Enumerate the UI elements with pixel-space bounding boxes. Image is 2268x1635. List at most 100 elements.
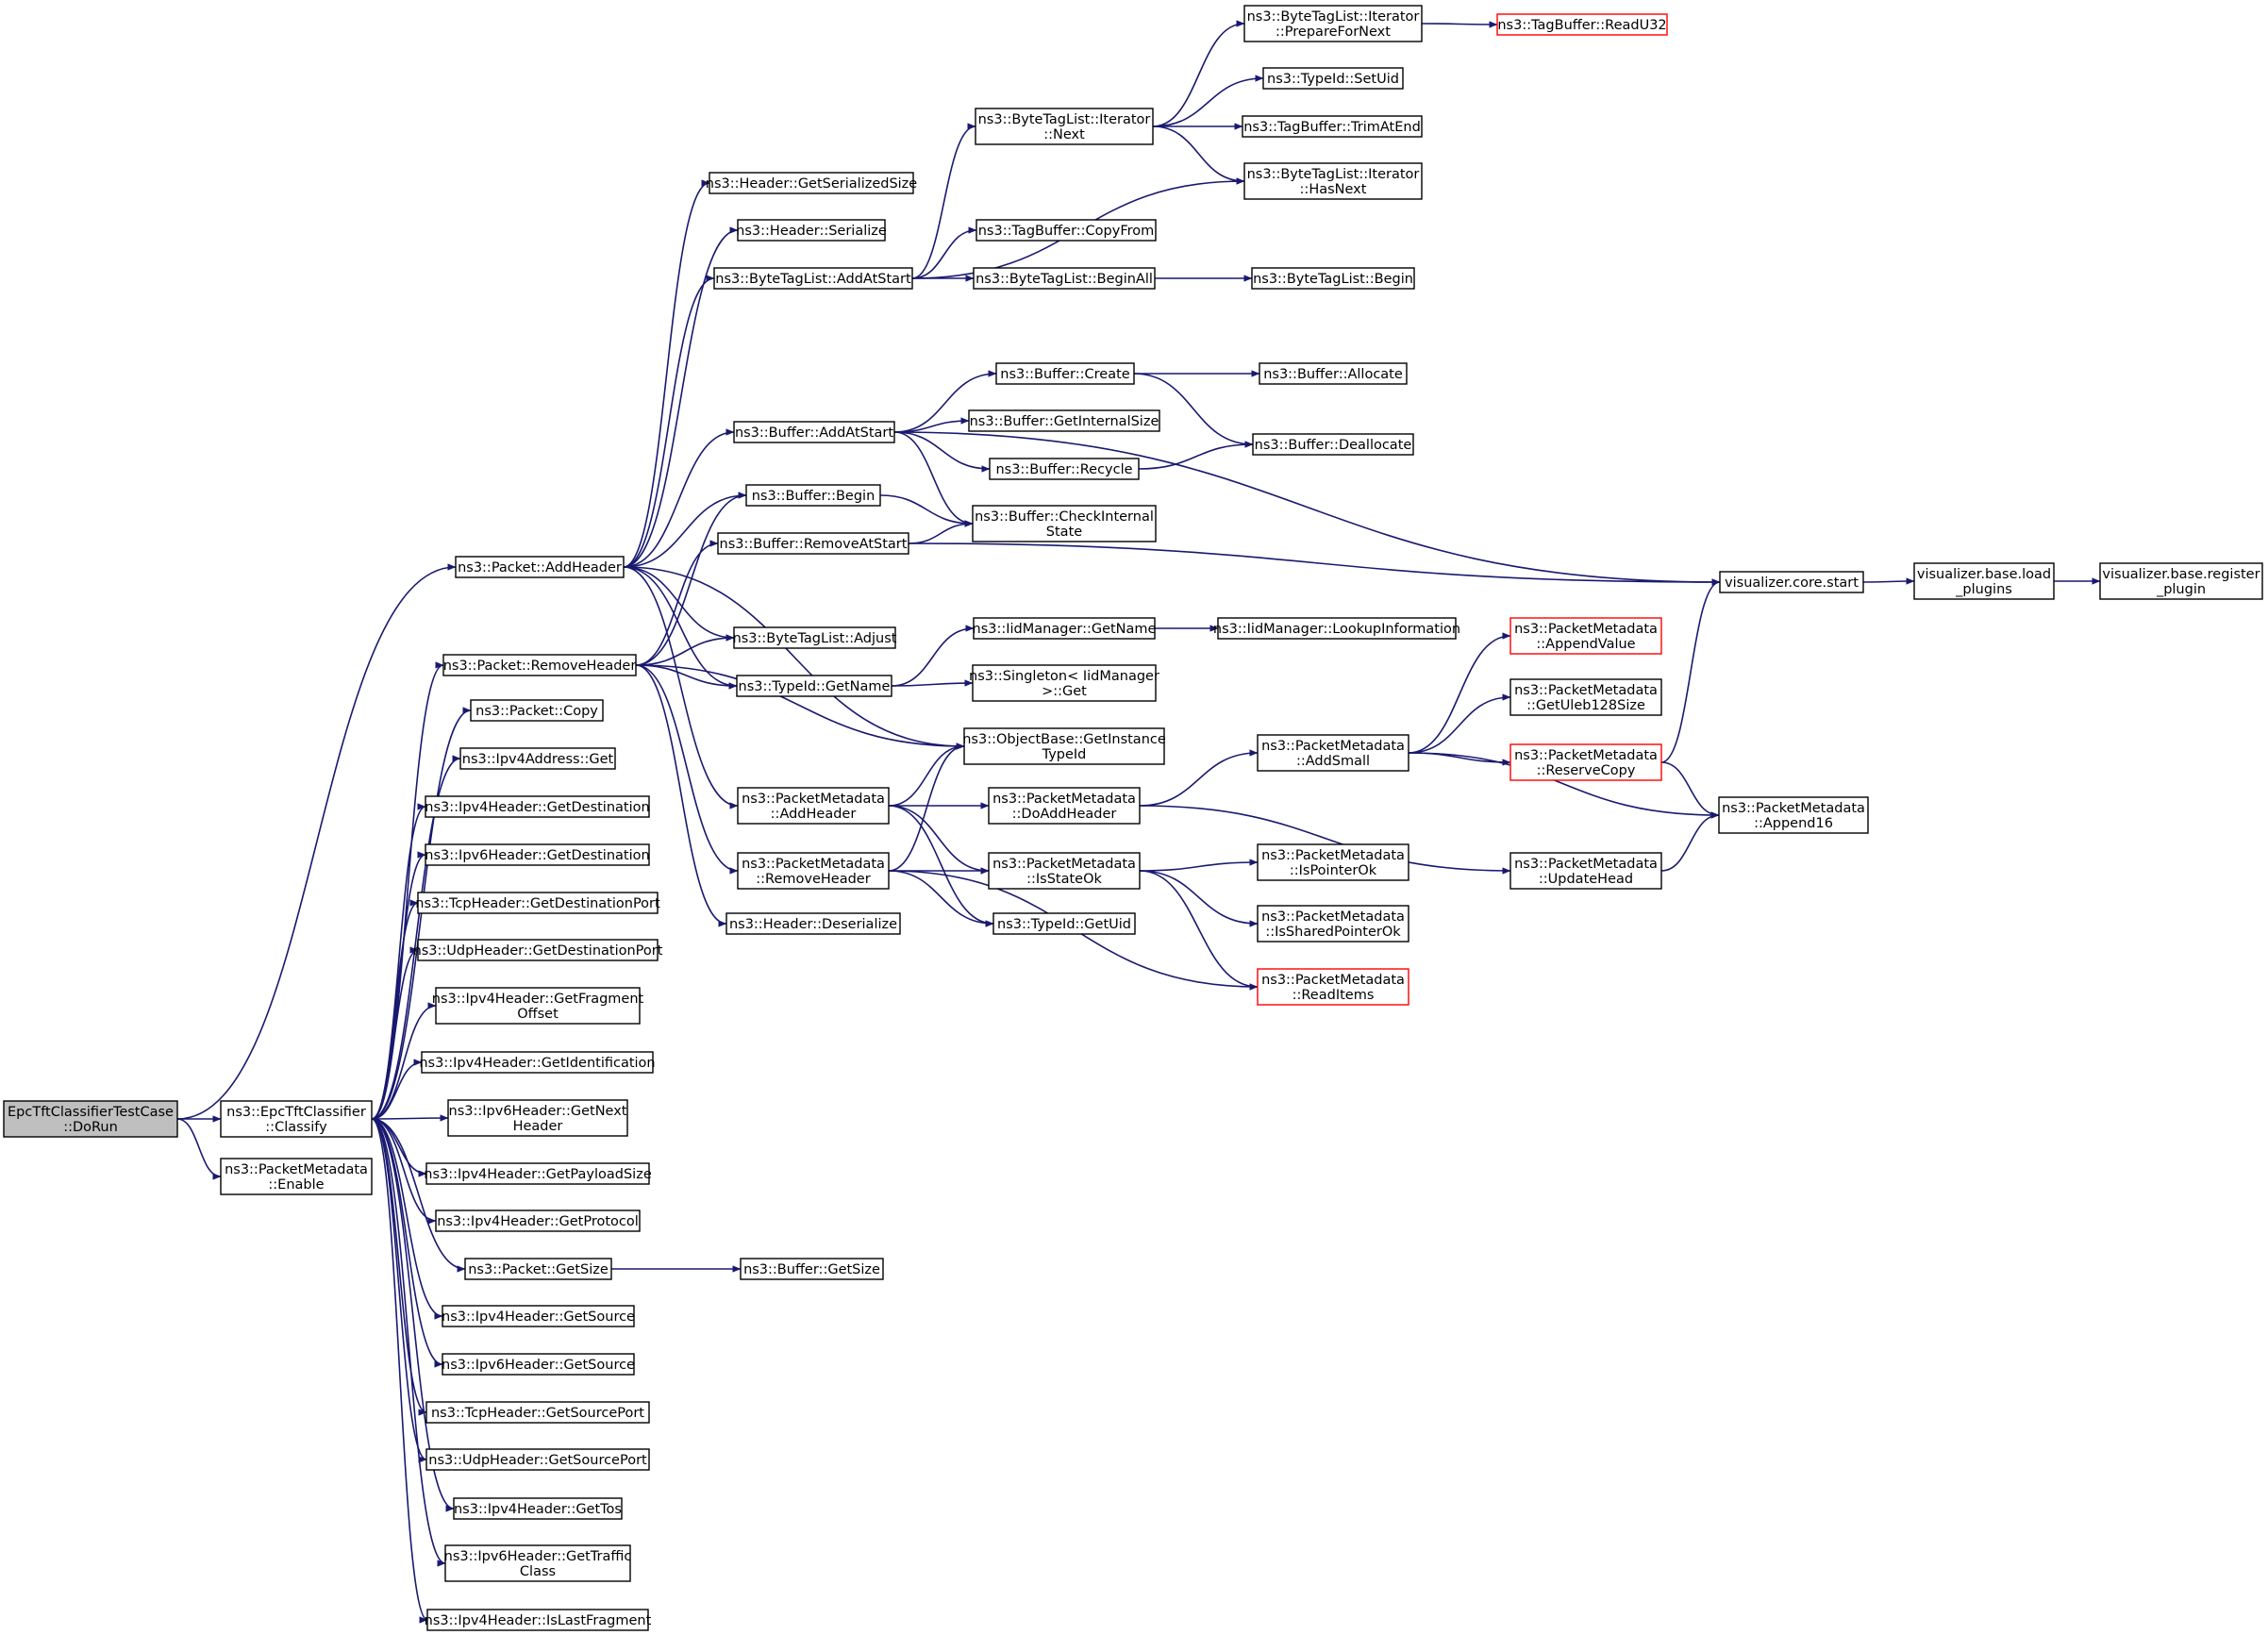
node-ipv6-getdest[interactable]: ns3::Ipv6Header::GetDestination: [425, 843, 650, 866]
node-udp-getsrcport[interactable]: ns3::UdpHeader::GetSourcePort: [425, 1448, 650, 1471]
node-box: [425, 843, 650, 866]
node-btli-preparefornext[interactable]: ns3::ByteTagList::Iterator::PrepareForNe…: [1243, 5, 1423, 42]
node-box: [992, 912, 1136, 935]
node-buffer-begin[interactable]: ns3::Buffer::Begin: [745, 484, 881, 507]
node-iidmanager-getname[interactable]: ns3::IidManager::GetName: [973, 617, 1157, 640]
node-btl-addatstart[interactable]: ns3::ByteTagList::AddAtStart: [713, 267, 913, 290]
node-pm-doaddheader[interactable]: ns3::PacketMetadata::DoAddHeader: [988, 787, 1141, 825]
node-pm-addheader[interactable]: ns3::PacketMetadata::AddHeader: [737, 787, 890, 825]
node-buffer-create[interactable]: ns3::Buffer::Create: [995, 362, 1135, 385]
node-label: ::DoRun: [63, 1120, 118, 1135]
node-udp-getdestport[interactable]: ns3::UdpHeader::GetDestinationPort: [413, 939, 663, 961]
node-box: [442, 1353, 635, 1376]
node-addheader[interactable]: ns3::Packet::AddHeader: [455, 556, 625, 578]
node-label: ns3::PacketMetadata: [992, 792, 1136, 807]
node-buffer-getinternalsize[interactable]: ns3::Buffer::GetInternalSize: [968, 409, 1160, 432]
call-edge: [371, 1118, 443, 1320]
node-btl-begin[interactable]: ns3::ByteTagList::Begin: [1251, 267, 1415, 290]
node-btl-beginall[interactable]: ns3::ByteTagList::BeginAll: [973, 267, 1156, 290]
node-pm-readitems[interactable]: ns3::PacketMetadata::ReadItems: [1257, 968, 1409, 1006]
node-btl-adjust[interactable]: ns3::ByteTagList::Adjust: [733, 626, 897, 649]
node-tagbuffer-trimatend[interactable]: ns3::TagBuffer::TrimAtEnd: [1242, 115, 1423, 138]
node-typeid-getname[interactable]: ns3::TypeId::GetName: [736, 675, 892, 697]
node-label: visualizer.base.register: [2102, 567, 2260, 582]
node-buffer-addatstart[interactable]: ns3::Buffer::AddAtStart: [733, 421, 895, 443]
node-typeid-getuid[interactable]: ns3::TypeId::GetUid: [992, 912, 1136, 935]
node-label: ns3::Header::Deserialize: [729, 917, 897, 932]
node-box: [453, 1497, 623, 1520]
node-typeid-setuid[interactable]: ns3::TypeId::SetUid: [1262, 67, 1404, 90]
node-pm-removeheader[interactable]: ns3::PacketMetadata::RemoveHeader: [737, 852, 890, 890]
node-viz-register-plugin[interactable]: visualizer.base.register_plugin: [2099, 562, 2263, 600]
node-pm-enable[interactable]: ns3::PacketMetadata::Enable: [220, 1158, 373, 1195]
node-pm-updatehead[interactable]: ns3::PacketMetadata::UpdateHead: [1509, 852, 1662, 890]
node-classify[interactable]: ns3::EpcTftClassifier::Classify: [220, 1100, 373, 1138]
node-pm-ispointerok[interactable]: ns3::PacketMetadata::IsPointerOk: [1257, 843, 1409, 881]
node-pm-append16[interactable]: ns3::PacketMetadata::Append16: [1718, 796, 1869, 834]
node-ipv4-islastfrag[interactable]: ns3::Ipv4Header::IsLastFragment: [425, 1609, 652, 1631]
node-pm-getuleb[interactable]: ns3::PacketMetadata::GetUleb128Size: [1509, 678, 1662, 716]
node-tagbuffer-readu32[interactable]: ns3::TagBuffer::ReadU32: [1496, 13, 1668, 36]
node-tcp-getsrcport[interactable]: ns3::TcpHeader::GetSourcePort: [425, 1401, 650, 1424]
node-pm-appendvalue[interactable]: ns3::PacketMetadata::AppendValue: [1509, 617, 1662, 655]
node-pm-reservecopy[interactable]: ns3::PacketMetadata::ReserveCopy: [1509, 743, 1662, 781]
node-label: ns3::PacketMetadata: [1261, 848, 1405, 863]
node-pm-issharedpointerok[interactable]: ns3::PacketMetadata::IsSharedPointerOk: [1257, 905, 1409, 943]
node-viz-load-plugins[interactable]: visualizer.base.load_plugins: [1913, 562, 2055, 600]
call-edge: [371, 946, 419, 1120]
node-buffer-getsize[interactable]: ns3::Buffer::GetSize: [740, 1258, 884, 1280]
node-ipv4-getident[interactable]: ns3::Ipv4Header::GetIdentification: [419, 1051, 656, 1074]
call-edge: [371, 1118, 427, 1463]
node-viz-core-start[interactable]: visualizer.core.start: [1719, 571, 1864, 593]
node-ipv4-gettos[interactable]: ns3::Ipv4Header::GetTos: [453, 1497, 623, 1520]
node-btli-next[interactable]: ns3::ByteTagList::Iterator::Next: [975, 108, 1154, 145]
call-edge: [893, 431, 991, 473]
node-dorun[interactable]: EpcTftClassifierTestCase::DoRun: [3, 1100, 178, 1138]
node-box: [973, 617, 1156, 640]
node-iidmanager-lookup[interactable]: ns3::IidManager::LookupInformation: [1213, 617, 1460, 640]
node-singleton-get[interactable]: ns3::Singleton< IidManager >::Get: [969, 664, 1159, 702]
call-edge: [1152, 125, 1245, 185]
node-label: ns3::Packet::Copy: [475, 704, 598, 719]
node-label: ::Next: [1043, 127, 1085, 142]
node-tagbuffer-copyfrom[interactable]: ns3::TagBuffer::CopyFrom: [976, 219, 1157, 242]
node-buffer-recycle[interactable]: ns3::Buffer::Recycle: [989, 458, 1140, 480]
node-ipv4addr-get[interactable]: ns3::Ipv4Address::Get: [459, 747, 616, 770]
node-box: [1509, 678, 1662, 716]
call-edge: [1408, 632, 1511, 754]
node-label: TypeId: [1042, 747, 1087, 762]
node-header-deserialize[interactable]: ns3::Header::Deserialize: [725, 912, 901, 935]
node-box: [737, 852, 890, 890]
node-buffer-allocate[interactable]: ns3::Buffer::Allocate: [1259, 362, 1408, 385]
node-ipv4-getdest[interactable]: ns3::Ipv4Header::GetDestination: [425, 795, 650, 818]
call-edge: [623, 428, 735, 568]
node-pm-isstateok[interactable]: ns3::PacketMetadata::IsStateOk: [988, 852, 1141, 890]
call-edge: [371, 1118, 428, 1624]
node-pm-addsmall[interactable]: ns3::PacketMetadata::AddSmall: [1257, 734, 1409, 772]
node-buffer-deallocate[interactable]: ns3::Buffer::Deallocate: [1252, 433, 1414, 456]
node-box: [1252, 433, 1414, 456]
node-ipv6-getsource[interactable]: ns3::Ipv6Header::GetSource: [442, 1353, 635, 1376]
node-removeheader[interactable]: ns3::Packet::RemoveHeader: [442, 654, 637, 676]
node-header-serialize[interactable]: ns3::Header::Serialize: [736, 219, 887, 242]
call-edge: [371, 755, 461, 1120]
node-ipv4-getpayload[interactable]: ns3::Ipv4Header::GetPayloadSize: [424, 1162, 652, 1185]
node-ipv4-getsource[interactable]: ns3::Ipv4Header::GetSource: [442, 1305, 635, 1327]
node-tcp-getdestport[interactable]: ns3::TcpHeader::GetDestinationPort: [415, 892, 660, 914]
node-header-getsersize[interactable]: ns3::Header::GetSerializedSize: [706, 172, 918, 194]
node-copy[interactable]: ns3::Packet::Copy: [470, 699, 604, 722]
call-edge: [623, 226, 739, 568]
node-box: [425, 795, 650, 818]
node-packet-getsize[interactable]: ns3::Packet::GetSize: [464, 1258, 612, 1280]
node-box: [713, 267, 913, 290]
node-btli-hasnext[interactable]: ns3::ByteTagList::Iterator::HasNext: [1243, 162, 1423, 200]
node-box: [220, 1100, 373, 1138]
node-buffer-removeatstart[interactable]: ns3::Buffer::RemoveAtStart: [717, 532, 909, 555]
node-ipv4-getproto[interactable]: ns3::Ipv4Header::GetProtocol: [435, 1210, 641, 1232]
call-edge: [1408, 752, 1720, 819]
